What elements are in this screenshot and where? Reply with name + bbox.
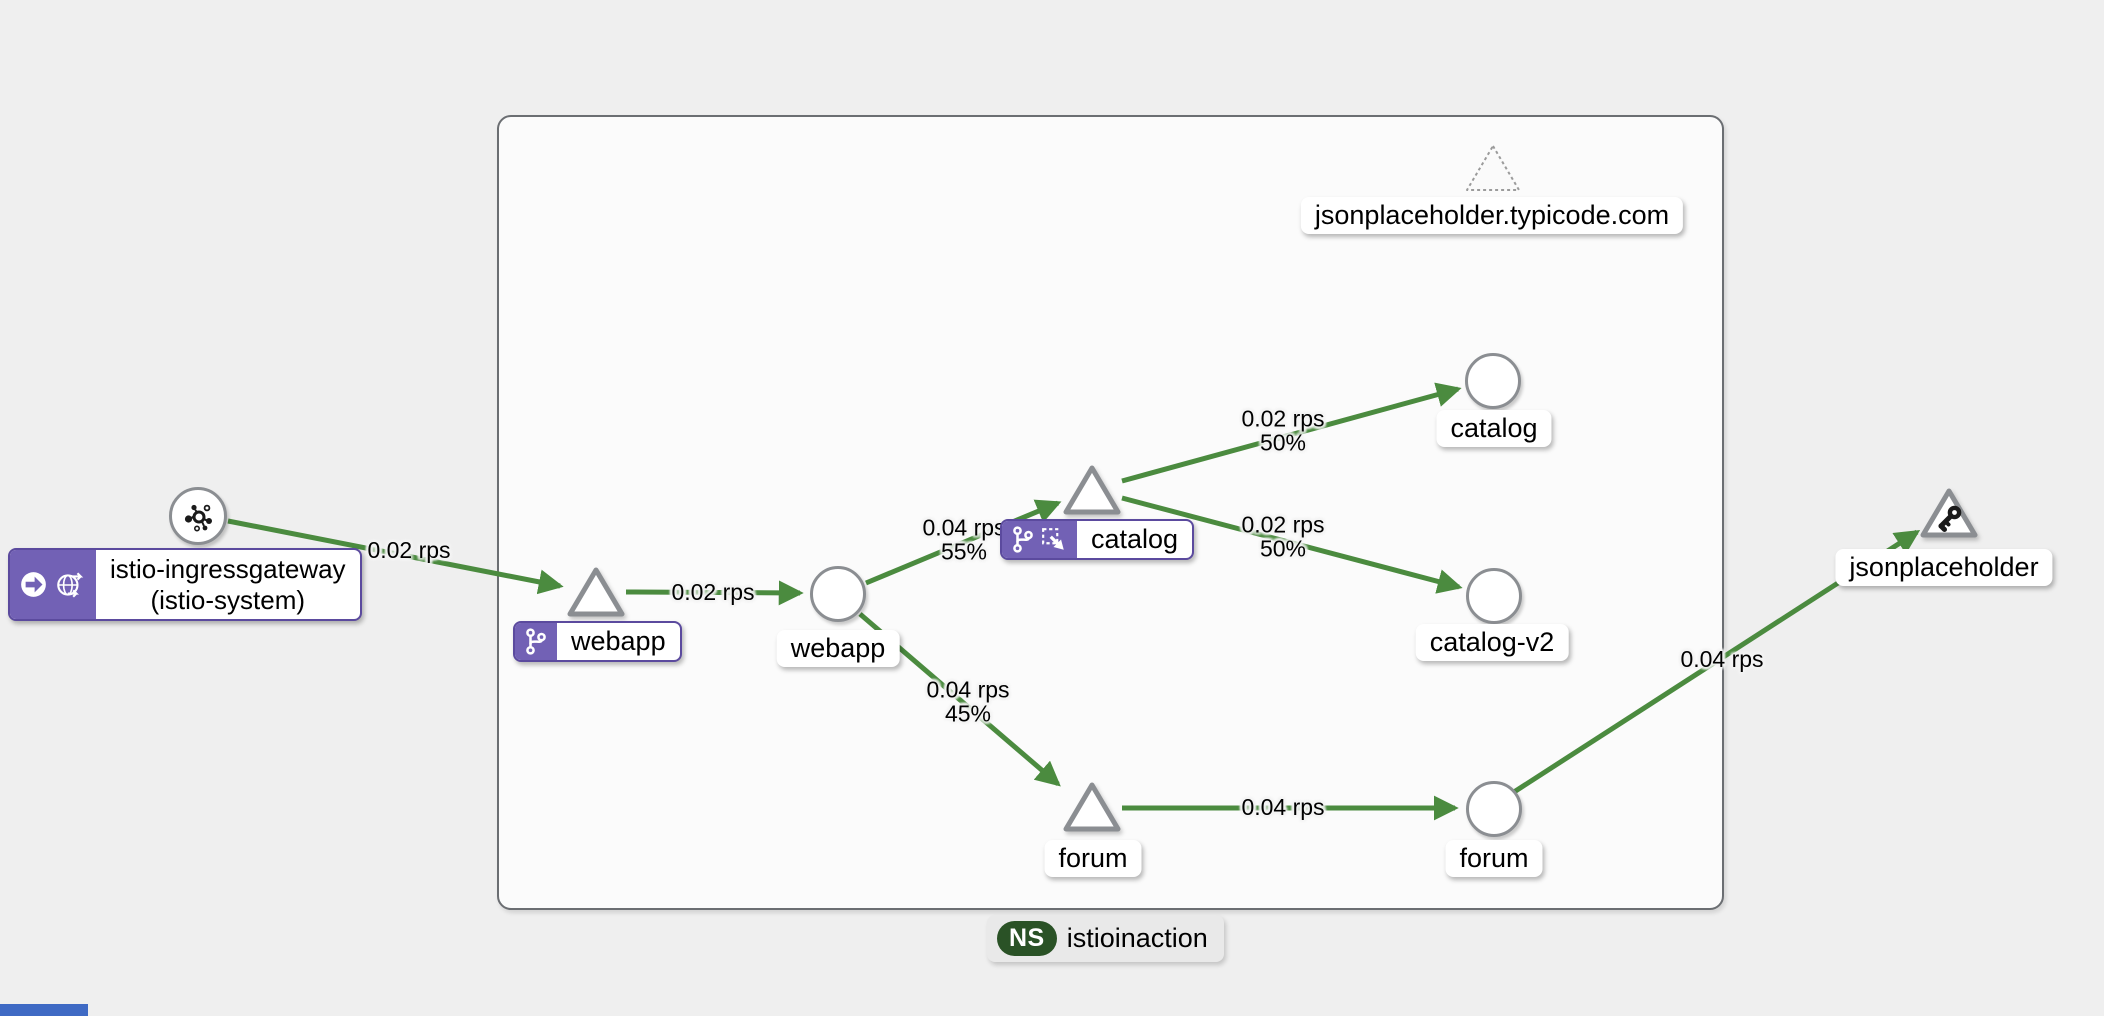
graph-edge-ingress-to-webapp-svc[interactable] bbox=[227, 518, 564, 595]
node-label-catalog-app[interactable]: catalog bbox=[1436, 410, 1552, 447]
badge-strip bbox=[10, 550, 96, 620]
mesh-icon bbox=[184, 504, 212, 532]
node-label-catalog-v2-app[interactable]: catalog-v2 bbox=[1415, 624, 1569, 661]
node-label-text: istio-ingressgateway (istio-system) bbox=[110, 554, 346, 615]
node-label-text: catalog bbox=[1091, 524, 1179, 554]
node-label-forum-app[interactable]: forum bbox=[1445, 840, 1543, 877]
graph-edge-webapp-to-catalog-svc[interactable] bbox=[865, 499, 1062, 586]
edge-label-forum-to-jsonplaceholder[interactable]: 0.04 rps bbox=[1680, 645, 1764, 672]
key-icon bbox=[1938, 505, 1962, 532]
gateway-globe-icon bbox=[57, 572, 84, 598]
workload-node-istio-ingressgateway[interactable] bbox=[169, 487, 227, 545]
app-node-forum[interactable] bbox=[1466, 781, 1522, 837]
node-label-catalog-service[interactable]: catalog bbox=[1000, 519, 1195, 560]
app-node-catalog[interactable] bbox=[1465, 353, 1521, 409]
node-label-typicode[interactable]: jsonplaceholder.typicode.com bbox=[1300, 197, 1684, 234]
node-label-istio-ingressgateway[interactable]: istio-ingressgateway (istio-system) bbox=[8, 548, 362, 622]
edge-label-webapp-svc-to-webapp[interactable]: 0.02 rps bbox=[671, 578, 755, 605]
edge-label-forum-svc-to-forum[interactable]: 0.04 rps bbox=[1241, 793, 1325, 820]
graph-edge-catalog-svc-to-catalog[interactable] bbox=[1121, 382, 1462, 484]
graph-edge-catalog-svc-to-catalog-v2[interactable] bbox=[1121, 495, 1463, 594]
node-label-webapp-app[interactable]: webapp bbox=[776, 630, 900, 667]
app-node-catalog-v2[interactable] bbox=[1466, 568, 1522, 624]
virtual-service-branch-icon bbox=[1013, 526, 1033, 553]
service-node-catalog[interactable] bbox=[1062, 463, 1122, 517]
service-node-webapp[interactable] bbox=[566, 565, 626, 619]
node-label-text: webapp bbox=[571, 626, 666, 656]
ns-icon: NS bbox=[997, 921, 1057, 956]
app-node-webapp[interactable] bbox=[810, 566, 866, 622]
node-label-forum-service[interactable]: forum bbox=[1044, 840, 1142, 877]
edge-label-ingress-to-webapp-svc[interactable]: 0.02 rps bbox=[367, 536, 451, 563]
service-node-forum[interactable] bbox=[1062, 780, 1122, 834]
idle-service-node-typicode[interactable] bbox=[1463, 141, 1523, 195]
bottom-left-blue-bar bbox=[0, 1004, 88, 1016]
node-label-jsonplaceholder[interactable]: jsonplaceholder bbox=[1835, 549, 2053, 586]
traffic-shift-icon bbox=[1042, 527, 1064, 550]
root-arrow-icon bbox=[21, 572, 46, 598]
namespace-name: istioinaction bbox=[1066, 923, 1208, 953]
badge-strip bbox=[515, 623, 557, 660]
graph-edge-webapp-svc-to-webapp[interactable] bbox=[625, 580, 804, 606]
node-label-webapp-service[interactable]: webapp bbox=[513, 621, 682, 662]
virtual-service-branch-icon bbox=[526, 628, 546, 655]
namespace-badge-istioinaction[interactable]: NS istioinaction bbox=[987, 915, 1224, 962]
badge-strip bbox=[1002, 521, 1077, 558]
